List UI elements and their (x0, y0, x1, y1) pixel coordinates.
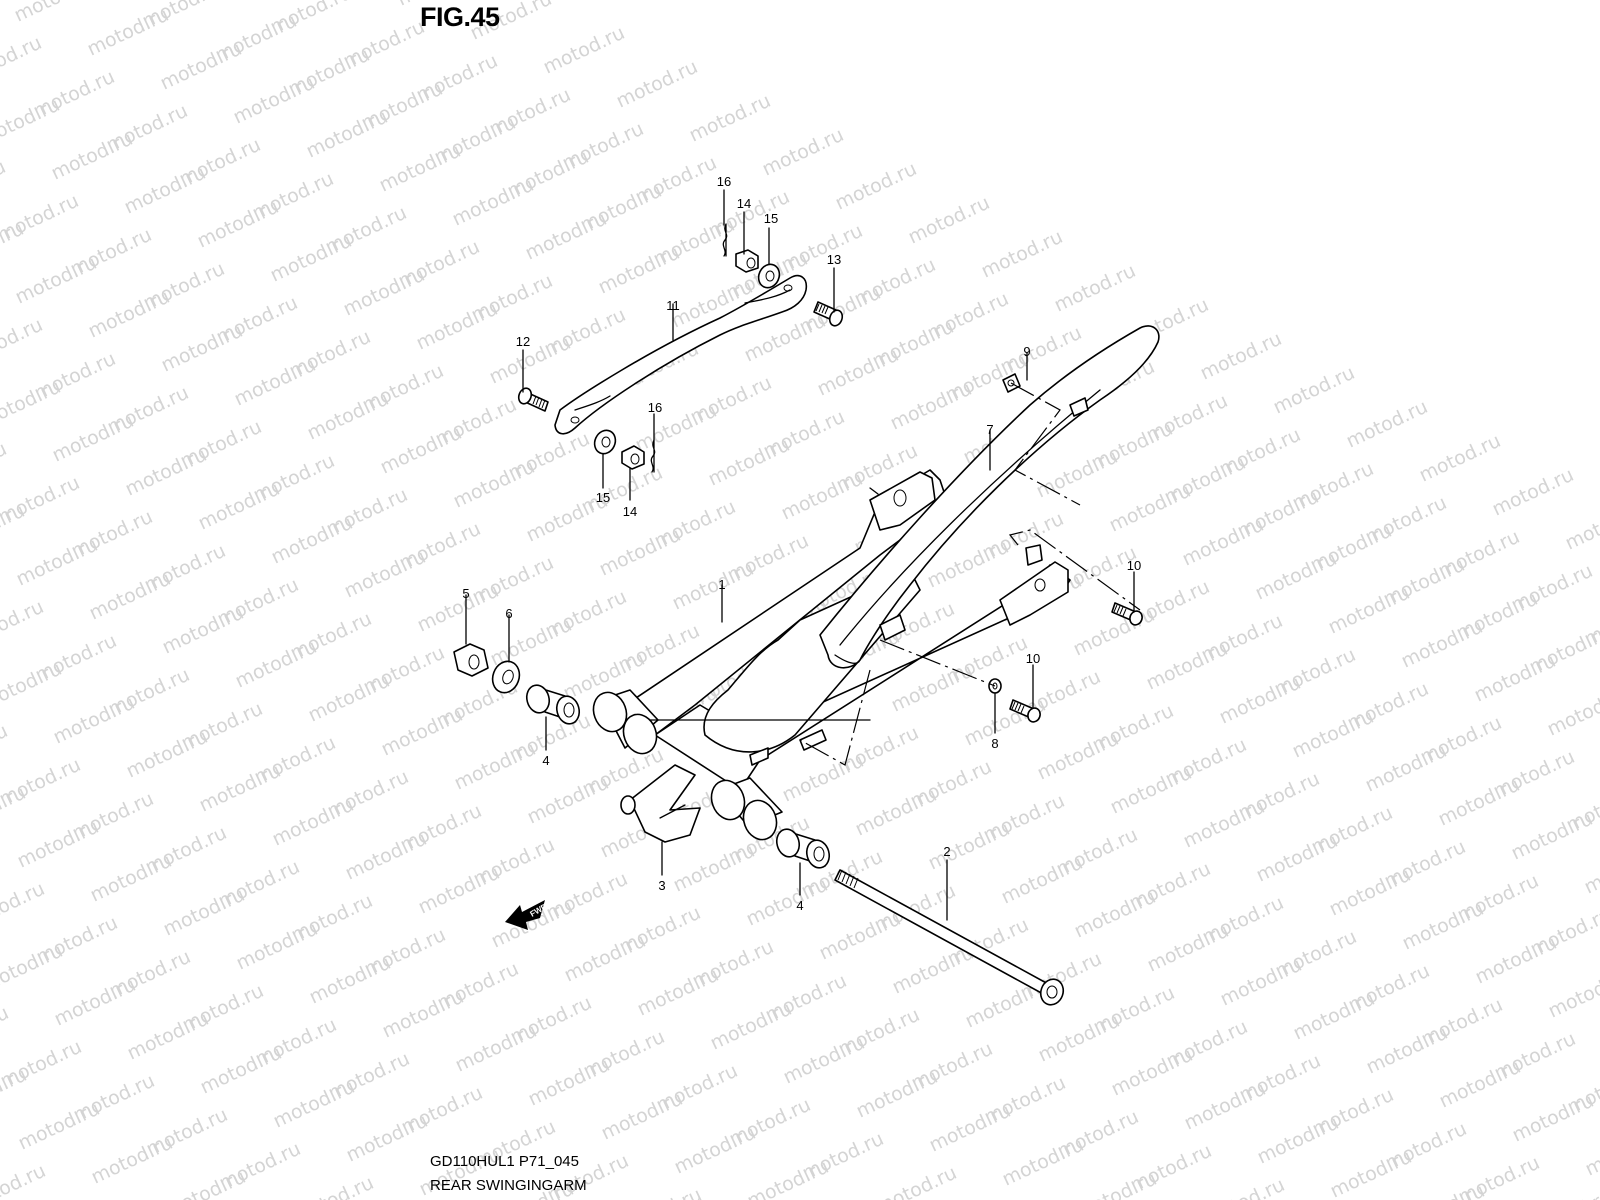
bushing-4-right[interactable] (774, 827, 832, 871)
callout-4-left: 4 (542, 753, 549, 768)
nut-lower[interactable] (621, 445, 645, 470)
callout-12: 12 (516, 334, 530, 349)
cotter-pin-upper[interactable] (722, 223, 728, 257)
callout-1: 1 (718, 577, 725, 592)
cotter-pin-lower[interactable] (650, 439, 656, 473)
callout-9: 9 (1023, 344, 1030, 359)
callout-13: 13 (827, 252, 841, 267)
callout-14-upper: 14 (737, 196, 751, 211)
figure-title: FIG.45 (420, 2, 500, 32)
washer-upper[interactable] (755, 261, 783, 291)
bolt-13[interactable] (813, 301, 844, 328)
bolt-10-lower[interactable] (1009, 699, 1042, 724)
callout-4-right: 4 (796, 898, 803, 913)
bolt-10-upper[interactable] (1111, 602, 1144, 627)
callout-3: 3 (658, 878, 665, 893)
callout-11: 11 (666, 298, 680, 313)
callout-5: 5 (462, 586, 469, 601)
callout-15-lower: 15 (596, 490, 610, 505)
callout-16-lower: 16 (648, 400, 662, 415)
figure-name: REAR SWINGINGARM (430, 1177, 587, 1194)
washer-lower[interactable] (591, 427, 619, 457)
chain-case[interactable] (819, 325, 1160, 669)
callout-10-upper: 10 (1127, 558, 1141, 573)
direction-arrow-icon (505, 900, 545, 930)
bolt-12[interactable] (517, 386, 549, 412)
callout-6: 6 (505, 606, 512, 621)
pivot-shaft-2[interactable] (834, 869, 1067, 1008)
pivot-nut-5[interactable] (453, 643, 489, 677)
callout-14-lower: 14 (623, 504, 637, 519)
callout-7: 7 (986, 422, 993, 437)
model-code: GD110HUL1 P71_045 (430, 1153, 579, 1170)
nut-upper[interactable] (735, 249, 759, 273)
callout-15-upper: 15 (764, 211, 778, 226)
callout-2: 2 (943, 844, 950, 859)
callout-10-lower: 10 (1026, 651, 1040, 666)
torque-link[interactable] (554, 274, 808, 435)
callouts: 16 14 15 13 11 12 16 15 14 9 7 1 5 6 4 1… (462, 174, 1141, 921)
chain-buffer-3[interactable] (620, 764, 701, 843)
assembly-lines (649, 382, 1141, 766)
callout-8: 8 (991, 736, 998, 751)
washer-6[interactable] (488, 658, 523, 697)
bushing-4-left[interactable] (524, 683, 582, 727)
callout-16-upper: 16 (717, 174, 731, 189)
